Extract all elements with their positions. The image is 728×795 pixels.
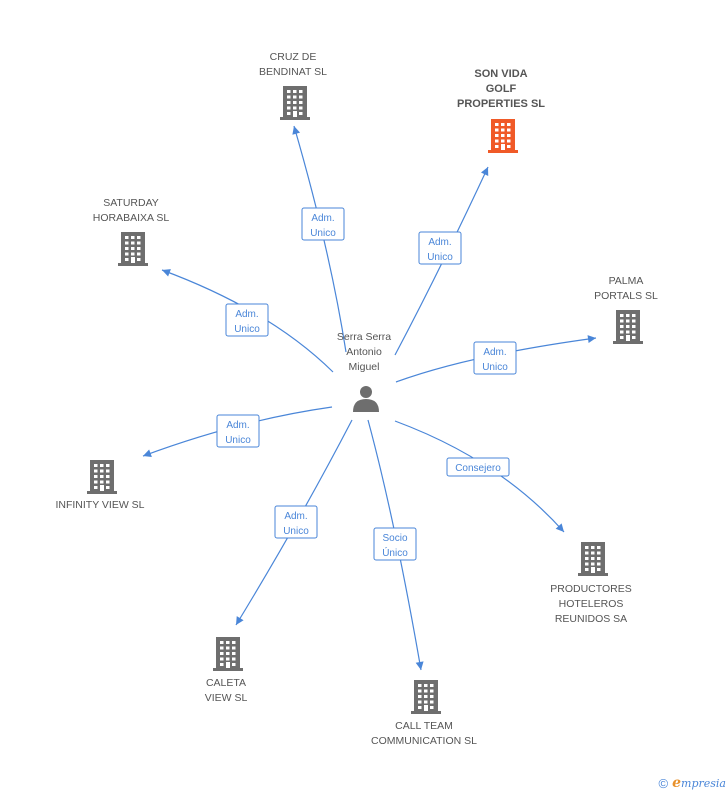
arrow-caleta [236,616,244,625]
building-icon-cruz[interactable] [280,86,310,120]
relation-text: Unico [234,324,260,335]
relation-text: Unico [283,526,309,537]
person-name[interactable]: Miguel [349,361,380,373]
company-name-palma[interactable]: PORTALS SL [594,290,658,302]
relation-text: Adm. [235,309,258,320]
company-name-cruz[interactable]: BENDINAT SL [259,66,327,78]
relation-text: Unico [482,362,508,373]
building-icon-palma[interactable] [613,310,643,344]
arrow-sonvida [480,167,489,176]
relation-text: Adm. [483,347,506,358]
person-name[interactable]: Antonio [346,346,382,358]
company-name-cruz[interactable]: CRUZ DE [270,51,317,63]
person-name[interactable]: Serra Serra [337,331,391,343]
relation-text: Unico [310,228,336,239]
company-name-caleta[interactable]: VIEW SL [205,692,248,704]
building-icon-infinity[interactable] [87,460,117,494]
company-name-palma[interactable]: PALMA [609,275,644,287]
company-name-sonvida[interactable]: SON VIDA [474,68,527,80]
building-icon-sonvida[interactable] [488,119,518,153]
edge-cruz [293,125,347,353]
company-name-sonvida[interactable]: GOLF [486,83,517,95]
arrow-palma [587,335,596,344]
company-name-saturday[interactable]: HORABAIXA SL [93,212,170,224]
company-name-saturday[interactable]: SATURDAY [103,197,159,209]
company-name-infinity[interactable]: INFINITY VIEW SL [55,499,144,511]
relation-label-saturday[interactable]: Adm. Unico [225,303,269,337]
building-icon-saturday[interactable] [118,232,148,266]
copyright-icon: © [658,775,669,791]
company-name-callteam[interactable]: CALL TEAM [395,720,453,732]
relation-text: Adm. [428,237,451,248]
relation-text: Adm. [311,213,334,224]
relation-text: Unico [225,435,251,446]
relation-label-productores[interactable]: Consejero [446,457,510,477]
building-icon-productores[interactable] [578,542,608,576]
relation-label-sonvida[interactable]: Adm. Unico [418,231,462,265]
relation-text: Único [382,546,408,559]
arrow-productores [555,523,564,532]
brand-logo: empresia [672,775,726,791]
person-icon[interactable] [353,386,379,412]
relation-text: Adm. [226,420,249,431]
building-icon-callteam[interactable] [411,680,441,714]
arrow-callteam [415,661,424,670]
relation-text: Unico [427,252,453,263]
company-name-productores[interactable]: HOTELEROS [559,598,624,610]
building-icon-caleta[interactable] [213,637,243,671]
arrow-infinity [143,449,152,457]
edge-sonvida [394,166,489,356]
footer-brand[interactable]: © empresia [659,775,726,791]
relation-label-infinity[interactable]: Adm. Unico [216,414,260,448]
company-name-productores[interactable]: REUNIDOS SA [555,613,627,625]
relation-text: Adm. [284,511,307,522]
company-name-productores[interactable]: PRODUCTORES [550,583,631,595]
relation-text: Socio [382,533,407,544]
company-name-sonvida[interactable]: PROPERTIES SL [457,98,545,110]
arrow-cruz [292,126,301,135]
relation-label-palma[interactable]: Adm. Unico [473,341,517,375]
relation-text: Consejero [455,463,501,474]
company-name-caleta[interactable]: CALETA [206,677,246,689]
relation-label-cruz[interactable]: Adm. Unico [301,207,345,241]
arrow-saturday [162,269,171,277]
company-name-callteam[interactable]: COMMUNICATION SL [371,735,477,747]
relation-label-caleta[interactable]: Adm. Unico [274,505,318,539]
